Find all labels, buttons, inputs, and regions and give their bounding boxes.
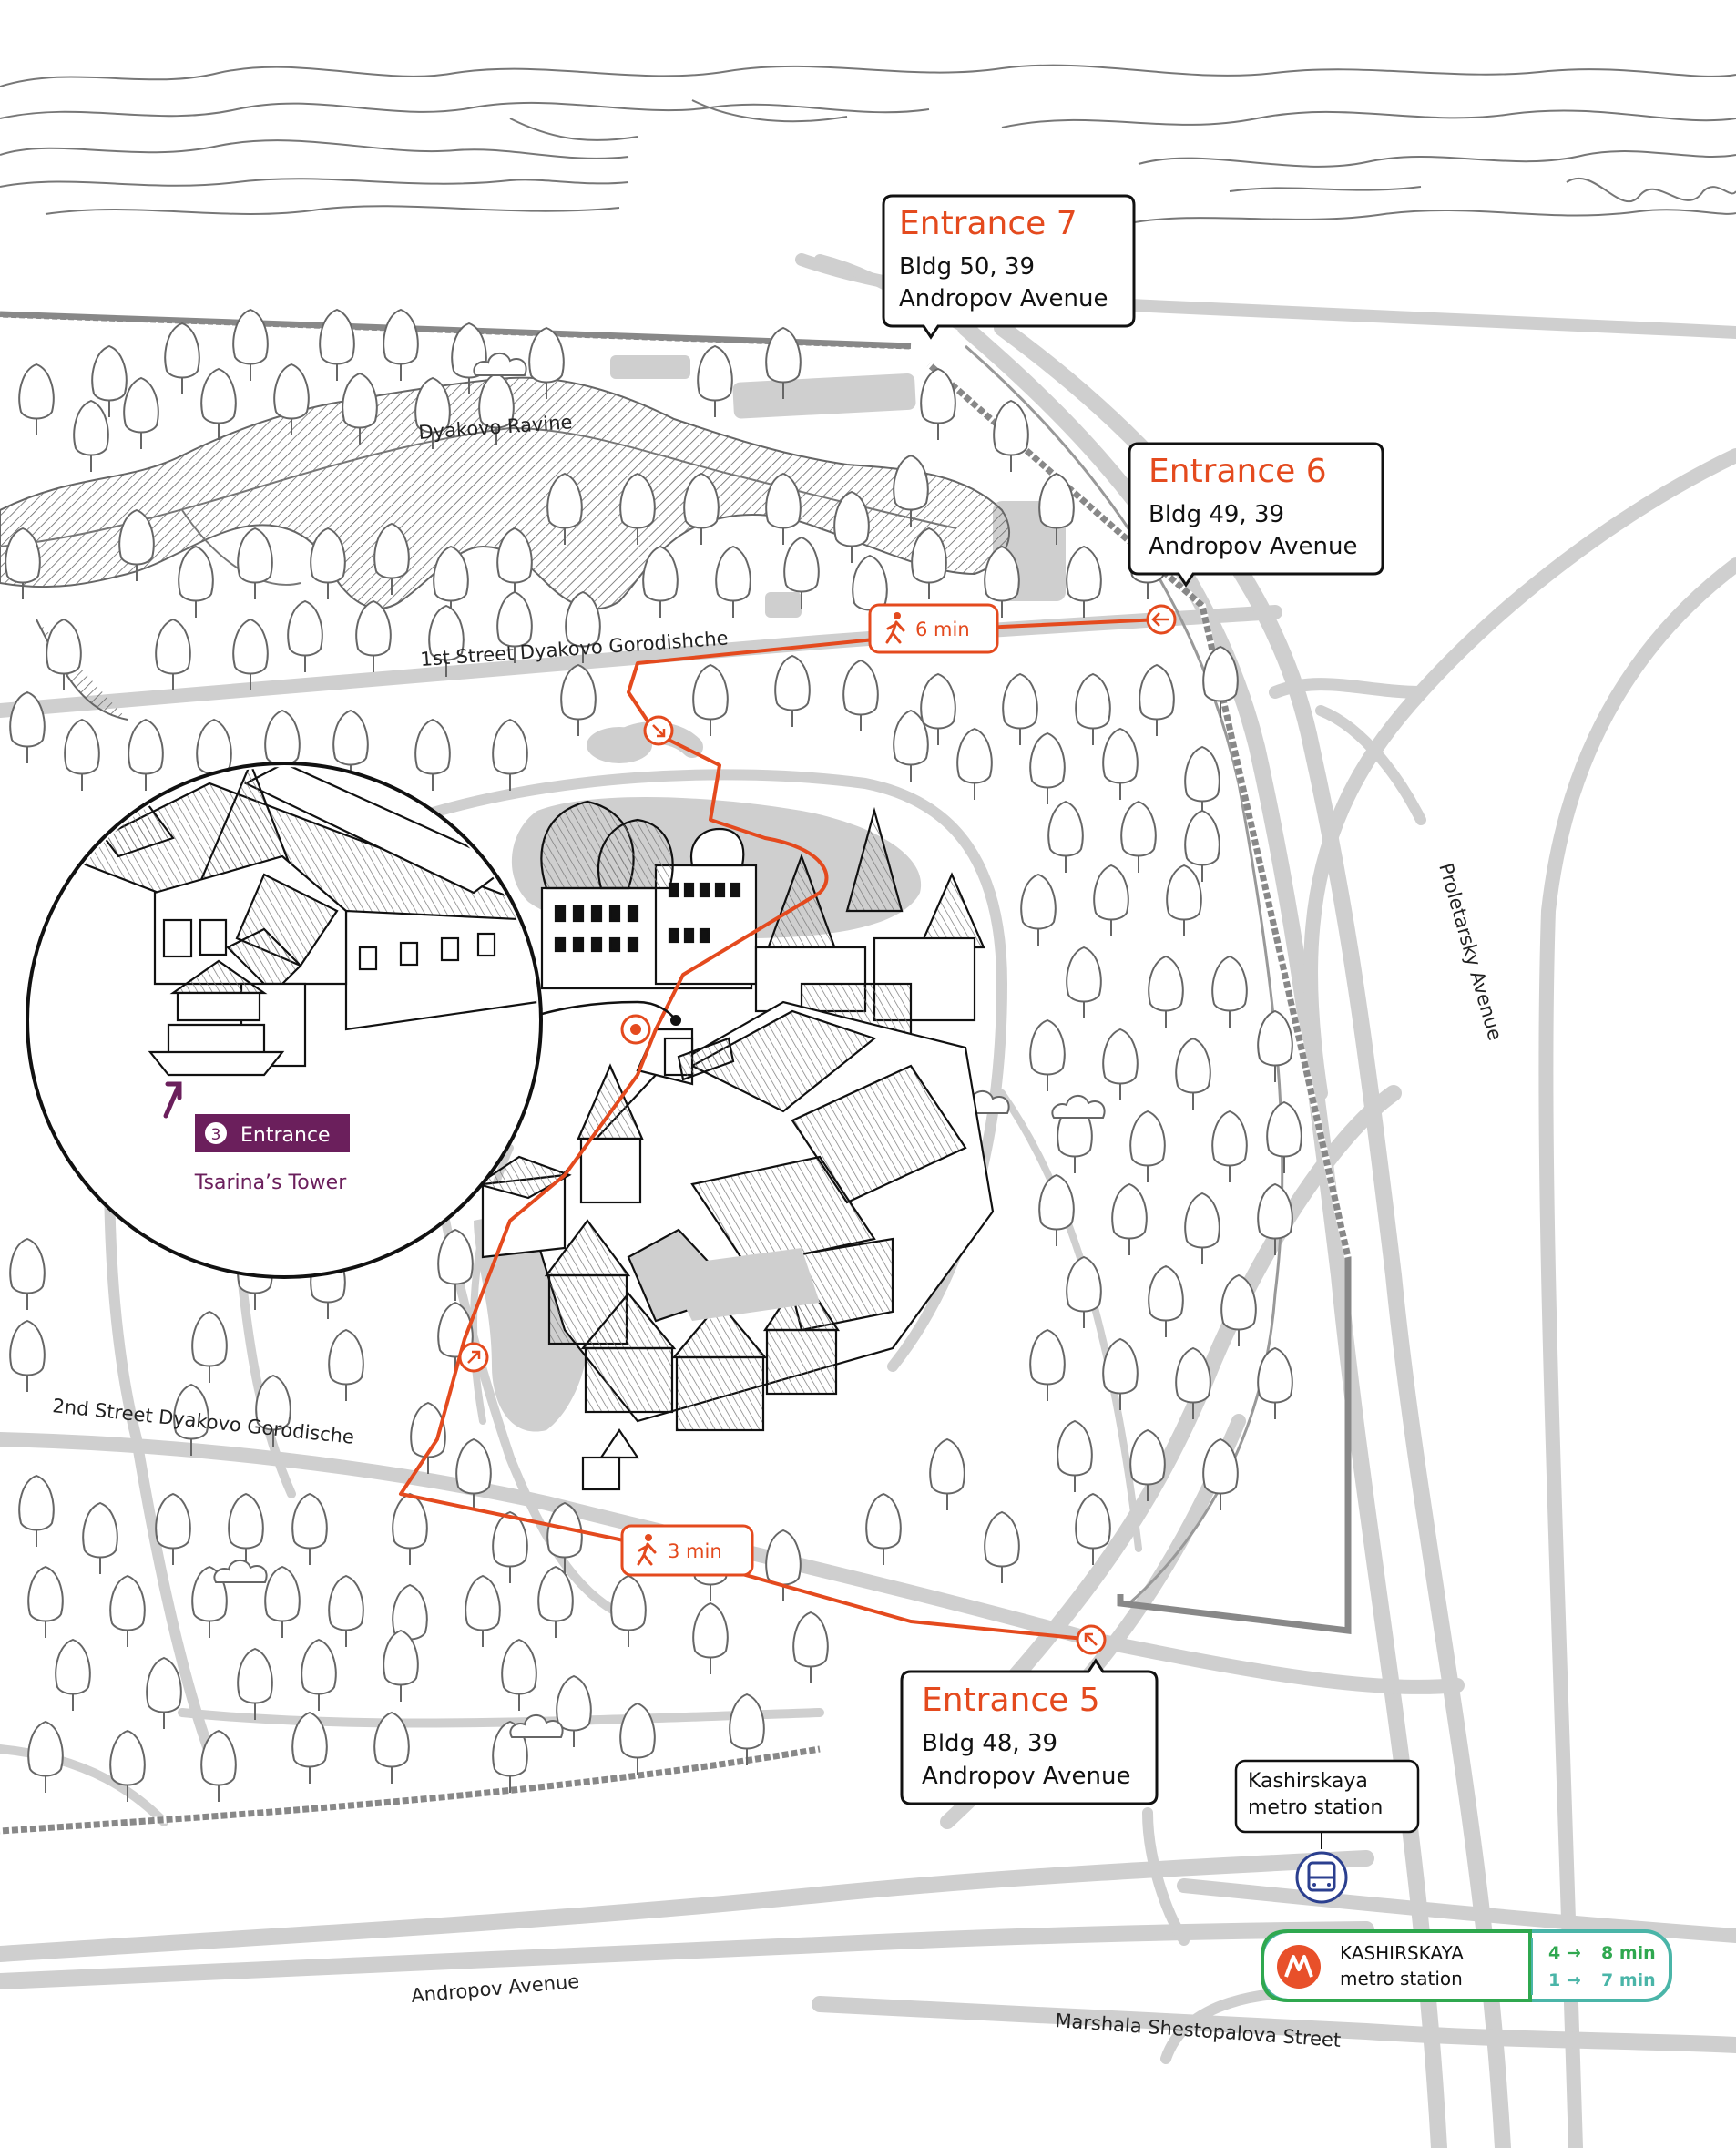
metro-route-from: 4 →: [1548, 1943, 1581, 1963]
hills: [0, 64, 1736, 224]
entrance-street: Andropov Avenue: [899, 285, 1108, 312]
metro-route-time: 8 min: [1601, 1943, 1656, 1963]
entrance-address: Bldg 49, 39: [1149, 501, 1284, 528]
entrance-5-callout: Entrance 5 Bldg 48, 39 Andropov Avenue: [900, 1658, 1159, 1805]
walking-person-icon: [637, 1534, 657, 1566]
entrance-7-callout: Entrance 7 Bldg 50, 39 Andropov Avenue: [882, 194, 1136, 340]
bus-stop-callout: Kashirskaya metro station: [1234, 1759, 1420, 1904]
bus-stop-sub: metro station: [1248, 1796, 1383, 1819]
walk-label-3min: 3 min: [620, 1524, 754, 1577]
entrance-title: Entrance 7: [899, 205, 1077, 242]
roads: [0, 253, 1736, 2148]
entrance-street: Andropov Avenue: [1149, 533, 1357, 560]
entrance-street: Andropov Avenue: [922, 1763, 1130, 1790]
metro-m-icon: [1277, 1945, 1321, 1989]
metro-station-sub: metro station: [1340, 1968, 1463, 1989]
entrance-address: Bldg 50, 39: [899, 253, 1035, 281]
metro-station-box: KASHIRSKAYA metro station 4 → 8 min 1 → …: [1261, 1929, 1672, 2002]
walk-time-label: 6 min: [915, 619, 970, 640]
entrance-badge-label: Entrance: [240, 1124, 331, 1147]
walking-route: [399, 618, 1162, 1642]
tsarina-tower-caption: Tsarina’s Tower: [194, 1171, 347, 1194]
entrance-address: Bldg 48, 39: [922, 1730, 1057, 1757]
entrance-number-badge: 3: [211, 1126, 221, 1144]
bus-stop-name: Kashirskaya: [1248, 1770, 1368, 1793]
walk-time-label: 3 min: [668, 1540, 722, 1562]
entrance-title: Entrance 6: [1149, 453, 1327, 490]
metro-route-from: 1 →: [1548, 1970, 1581, 1990]
arrow-up-right-icon: [163, 1081, 182, 1119]
bus-icon: [1295, 1851, 1348, 1904]
entrance-6-callout: Entrance 6 Bldg 49, 39 Andropov Avenue: [1128, 442, 1384, 588]
palace-courtyard: [665, 1248, 820, 1321]
andropov-label: Andropov Avenue: [410, 1970, 580, 2007]
walk-label-6min: 6 min: [868, 603, 999, 654]
metro-route-time: 7 min: [1601, 1970, 1656, 1990]
proletarsky-label: Proletarsky Avenue: [1435, 861, 1506, 1043]
entrance-title: Entrance 5: [922, 1682, 1100, 1719]
walking-person-icon: [885, 612, 905, 644]
metro-station-name: KASHIRSKAYA: [1340, 1942, 1464, 1964]
wooden-palace: [475, 800, 995, 1491]
route-markers: [458, 604, 1177, 1655]
zoom-inset: 3 Entrance Tsarina’s Tower: [26, 762, 543, 1279]
